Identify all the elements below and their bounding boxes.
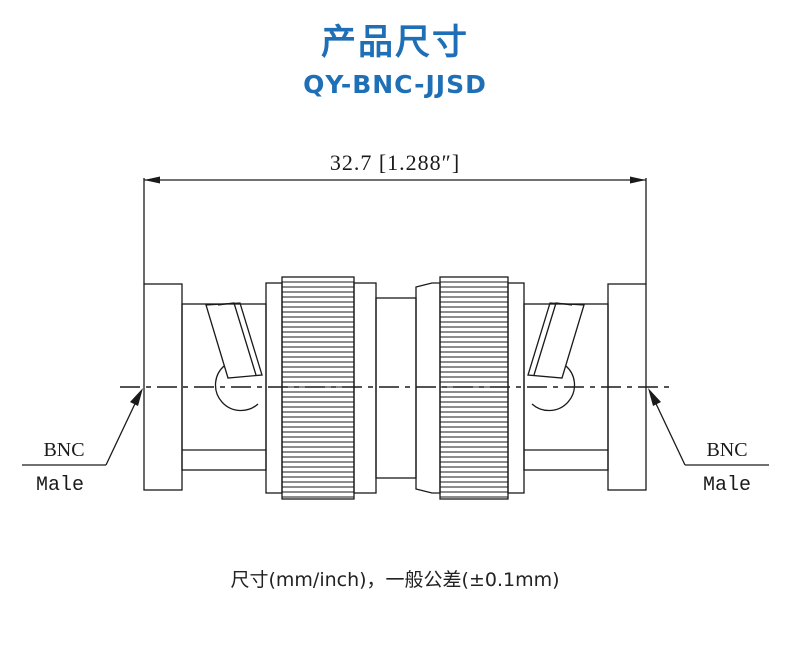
left-end-callout: BNC Male: [22, 388, 143, 497]
left-end-label-line1: BNC: [43, 439, 84, 461]
overall-length-dimension: 32.7 [1.288″]: [143, 150, 647, 284]
right-coupling-nut: [415, 276, 525, 500]
right-end-label-line2: Male: [703, 474, 751, 497]
left-flange: [143, 283, 267, 491]
model-number: QY-BNC-JJSD: [303, 70, 487, 99]
right-end-label-line1: BNC: [706, 439, 747, 461]
left-end-label-line2: Male: [36, 474, 84, 497]
unit-tolerance-note: 尺寸(mm/inch)，一般公差(±0.1mm): [230, 569, 560, 591]
page-title: 产品尺寸: [320, 23, 469, 63]
overall-length-label: 32.7 [1.288″]: [330, 150, 460, 175]
right-end-callout: BNC Male: [648, 388, 769, 497]
left-coupling-nut: [265, 276, 377, 500]
center-body: [375, 297, 417, 479]
